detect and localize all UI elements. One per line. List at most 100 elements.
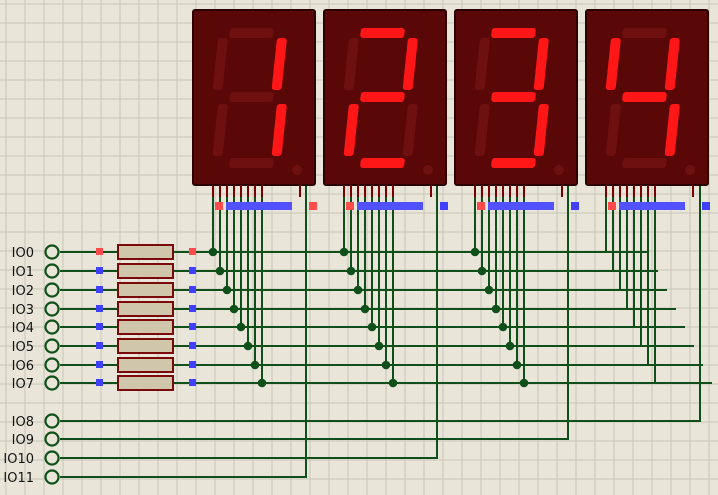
resistor-pin-marker (96, 286, 103, 293)
junction-dot (222, 285, 232, 295)
seven-segment-display (192, 9, 317, 210)
segment-g (622, 92, 667, 102)
resistor (117, 301, 174, 317)
io-label: IO5 (12, 340, 34, 355)
io-label: IO8 (12, 415, 34, 430)
decimal-point (554, 165, 564, 175)
pin-marker (440, 202, 448, 210)
pin-marker (309, 202, 317, 210)
junction-dot (519, 378, 529, 388)
junction-dot (360, 304, 370, 314)
segment-g (491, 92, 536, 102)
pin-bar (357, 202, 423, 210)
segment-a (360, 28, 405, 38)
segment-g (229, 92, 274, 102)
decimal-point (292, 165, 302, 175)
segment-a (491, 28, 536, 38)
resistor (117, 263, 174, 279)
segment-c (664, 104, 680, 156)
segment-b (271, 38, 287, 90)
segment-f (605, 38, 621, 90)
junction-dot (257, 378, 267, 388)
resistor-pin-marker (96, 361, 103, 368)
resistor (117, 338, 174, 354)
resistor-pin-marker (96, 267, 103, 274)
junction-dot (215, 266, 225, 276)
io-terminal (44, 282, 60, 298)
pin-marker (346, 202, 354, 210)
io-label: IO11 (3, 471, 34, 486)
io-label: IO1 (12, 265, 34, 280)
junction-dot (236, 322, 246, 332)
resistor-pin-marker (189, 379, 196, 386)
resistor (117, 375, 174, 391)
junction-dot (505, 341, 515, 351)
segment-e (605, 104, 621, 156)
wire (60, 185, 307, 478)
io-label: IO9 (12, 433, 34, 448)
junction-dot (374, 341, 384, 351)
segment-f (474, 38, 490, 90)
resistor-pin-marker (189, 361, 196, 368)
io-label: IO10 (3, 452, 34, 467)
junction-dot (229, 304, 239, 314)
resistor-pin-marker (189, 305, 196, 312)
segment-b (402, 38, 418, 90)
junction-dot (381, 360, 391, 370)
seven-segment-displays (192, 9, 710, 210)
io-terminal (44, 357, 60, 373)
io-terminal (44, 375, 60, 391)
wire (60, 185, 438, 459)
segment-e (212, 104, 228, 156)
io-label: IO4 (12, 321, 34, 336)
pin-bar (226, 202, 292, 210)
pin-marker (215, 202, 223, 210)
segment-a (622, 28, 667, 38)
segment-d (360, 158, 405, 168)
segment-e (343, 104, 359, 156)
junction-dot (353, 285, 363, 295)
wire (60, 185, 701, 422)
segment-g (360, 92, 405, 102)
io-label: IO6 (12, 359, 34, 374)
junction-dot (243, 341, 253, 351)
junction-dot (367, 322, 377, 332)
io-terminal (44, 413, 60, 429)
pin-bar (619, 202, 685, 210)
junction-dot (388, 378, 398, 388)
junction-dot (346, 266, 356, 276)
resistor-pin-marker (189, 286, 196, 293)
io-terminal (44, 263, 60, 279)
junction-dot (250, 360, 260, 370)
seven-segment-display (585, 9, 710, 210)
resistor (117, 244, 174, 260)
pin-bar (488, 202, 554, 210)
pin-marker (571, 202, 579, 210)
io-terminal (44, 338, 60, 354)
segment-d (491, 158, 536, 168)
segment-c (533, 104, 549, 156)
pin-marker (702, 202, 710, 210)
segment-a (229, 28, 274, 38)
wire (60, 185, 569, 440)
resistor-pin-marker (96, 305, 103, 312)
pin-marker (477, 202, 485, 210)
resistor-pin-marker (189, 248, 196, 255)
junction-dot (208, 247, 218, 257)
seven-segment-display (454, 9, 579, 210)
segment-e (474, 104, 490, 156)
junction-dot (491, 304, 501, 314)
resistor-pin-marker (96, 379, 103, 386)
resistor (117, 319, 174, 335)
segment-f (343, 38, 359, 90)
resistor-pin-marker (96, 248, 103, 255)
segment-c (402, 104, 418, 156)
junction-dot (498, 322, 508, 332)
segment-d (229, 158, 274, 168)
segment-b (533, 38, 549, 90)
pin-marker (608, 202, 616, 210)
resistor-pin-marker (189, 323, 196, 330)
resistor-pin-marker (189, 267, 196, 274)
